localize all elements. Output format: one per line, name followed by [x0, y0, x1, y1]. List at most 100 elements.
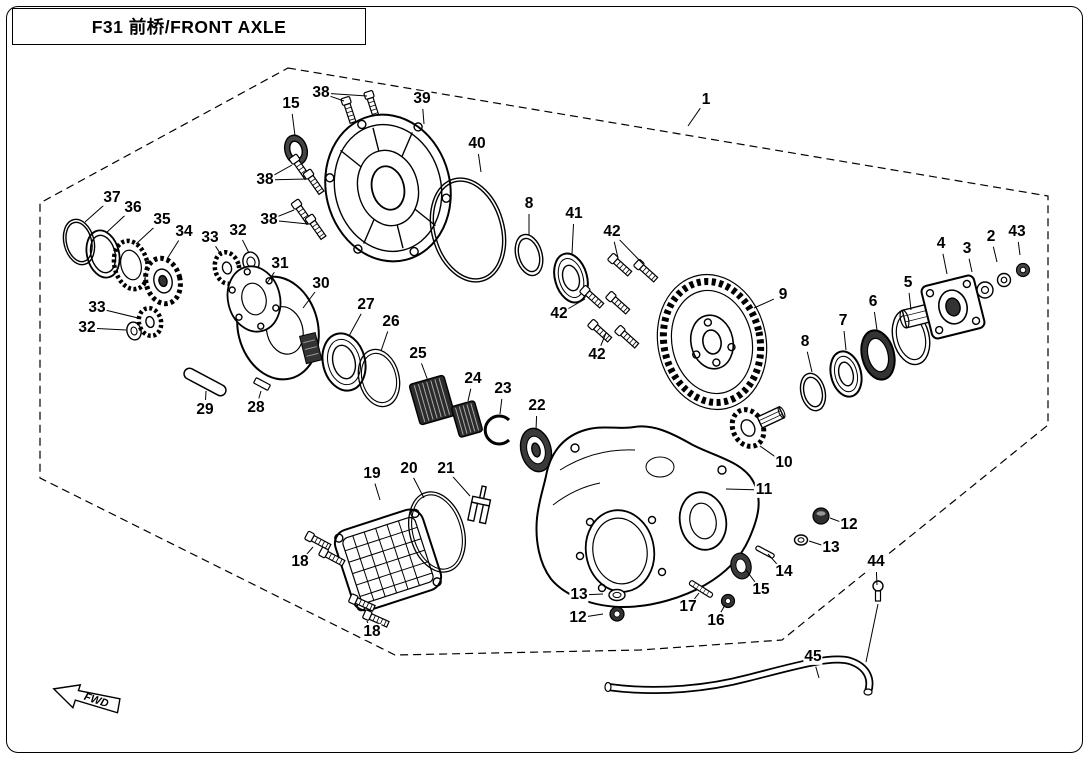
- part-7-bearing: [829, 350, 863, 398]
- callout-15: 15: [751, 580, 771, 599]
- part-8-shim-right: [799, 372, 827, 412]
- part-39-bearing-cover: [324, 113, 452, 263]
- callout-32: 32: [228, 221, 248, 240]
- part-45-vent-hose: [604, 655, 874, 696]
- callout-13: 13: [569, 585, 589, 604]
- part-29-pin: [183, 367, 227, 397]
- callout-37: 37: [102, 188, 122, 207]
- part-20-gasket: [408, 491, 466, 573]
- callout-19: 19: [362, 464, 382, 483]
- part-34-side-gear: [143, 255, 183, 307]
- callout-10: 10: [774, 453, 794, 472]
- part-16-plug: [720, 593, 736, 609]
- callout-30: 30: [311, 274, 331, 293]
- callout-20: 20: [399, 459, 419, 478]
- callout-8: 8: [799, 332, 811, 351]
- part-25-spline-sleeve: [408, 374, 456, 426]
- part-21-retainer-fork: [467, 485, 492, 525]
- callout-12: 12: [568, 608, 588, 627]
- part-12-cap-right: [812, 507, 830, 525]
- callout-42: 42: [602, 222, 622, 241]
- callout-17: 17: [678, 597, 698, 616]
- page-title: F31 前桥/FRONT AXLE: [91, 17, 287, 37]
- part-33-spider-gear-b: [136, 305, 164, 339]
- callout-12: 12: [839, 515, 859, 534]
- callout-26: 26: [381, 312, 401, 331]
- callout-24: 24: [463, 369, 483, 388]
- assembly-boundary-dashed: [39, 67, 1049, 656]
- part-36-ring: [85, 229, 121, 279]
- callout-2: 2: [985, 227, 997, 246]
- callout-36: 36: [123, 198, 143, 217]
- part-40-o-ring: [429, 177, 507, 283]
- callout-45: 45: [803, 647, 823, 666]
- callout-42: 42: [587, 345, 607, 364]
- part-44-breather: [872, 580, 884, 602]
- part-9-ring-gear: [656, 273, 768, 411]
- part-35-wave-washer: [111, 238, 151, 292]
- callout-33: 33: [87, 298, 107, 317]
- breather-hose-link: [865, 603, 879, 663]
- callout-5: 5: [902, 273, 914, 292]
- callout-41: 41: [564, 204, 584, 223]
- callout-3: 3: [961, 239, 973, 258]
- callout-11: 11: [754, 480, 774, 499]
- callout-40: 40: [467, 134, 487, 153]
- part-6-collar: [860, 329, 896, 381]
- callout-9: 9: [777, 285, 789, 304]
- callout-39: 39: [412, 89, 432, 108]
- callout-23: 23: [493, 379, 513, 398]
- callout-18: 18: [290, 552, 310, 571]
- callout-27: 27: [356, 295, 376, 314]
- part-17-stud: [688, 580, 714, 598]
- part-13-washer-bottom: [608, 588, 626, 602]
- callout-18: 18: [362, 622, 382, 641]
- callout-42: 42: [549, 304, 569, 323]
- title-box: F31 前桥/FRONT AXLE: [12, 8, 366, 45]
- part-2-washer: [996, 272, 1012, 288]
- part-11-gear-housing: [535, 425, 760, 609]
- callout-21: 21: [436, 459, 456, 478]
- part-19-finned-cover: [333, 508, 443, 612]
- callout-4: 4: [935, 234, 947, 253]
- callout-34: 34: [174, 222, 194, 241]
- callout-13: 13: [821, 538, 841, 557]
- part-10-pinion-gear: [729, 405, 786, 449]
- callout-22: 22: [527, 396, 547, 415]
- callout-38: 38: [311, 83, 331, 102]
- part-23-snap-ring: [483, 414, 511, 446]
- part-12-plug-bottom: [609, 606, 625, 622]
- part-13-washer-right: [793, 534, 809, 546]
- callout-25: 25: [408, 344, 428, 363]
- callout-15: 15: [281, 94, 301, 113]
- callout-31: 31: [270, 254, 290, 273]
- callout-14: 14: [774, 562, 794, 581]
- fwd-arrow: FWD: [52, 684, 121, 714]
- part-3-washer: [976, 281, 994, 299]
- callout-43: 43: [1007, 222, 1027, 241]
- callout-28: 28: [246, 398, 266, 417]
- callout-35: 35: [152, 210, 172, 229]
- callout-29: 29: [195, 400, 215, 419]
- callout-6: 6: [867, 292, 879, 311]
- part-22-seal: [519, 427, 553, 473]
- part-8-shim-top: [514, 233, 544, 277]
- callout-38: 38: [259, 210, 279, 229]
- callout-38: 38: [255, 170, 275, 189]
- callout-16: 16: [706, 611, 726, 630]
- part-4-output-flange: [899, 274, 986, 340]
- callout-44: 44: [866, 552, 886, 571]
- part-27-bearing: [321, 332, 367, 392]
- callout-33: 33: [200, 228, 220, 247]
- part-32-washer-b: [126, 321, 142, 341]
- callout-8: 8: [523, 194, 535, 213]
- callout-32: 32: [77, 318, 97, 337]
- callout-1: 1: [700, 90, 712, 109]
- part-28-roll-pin: [253, 377, 271, 391]
- part-26-ring: [357, 348, 401, 408]
- callout-7: 7: [837, 311, 849, 330]
- part-43-nut: [1015, 262, 1031, 278]
